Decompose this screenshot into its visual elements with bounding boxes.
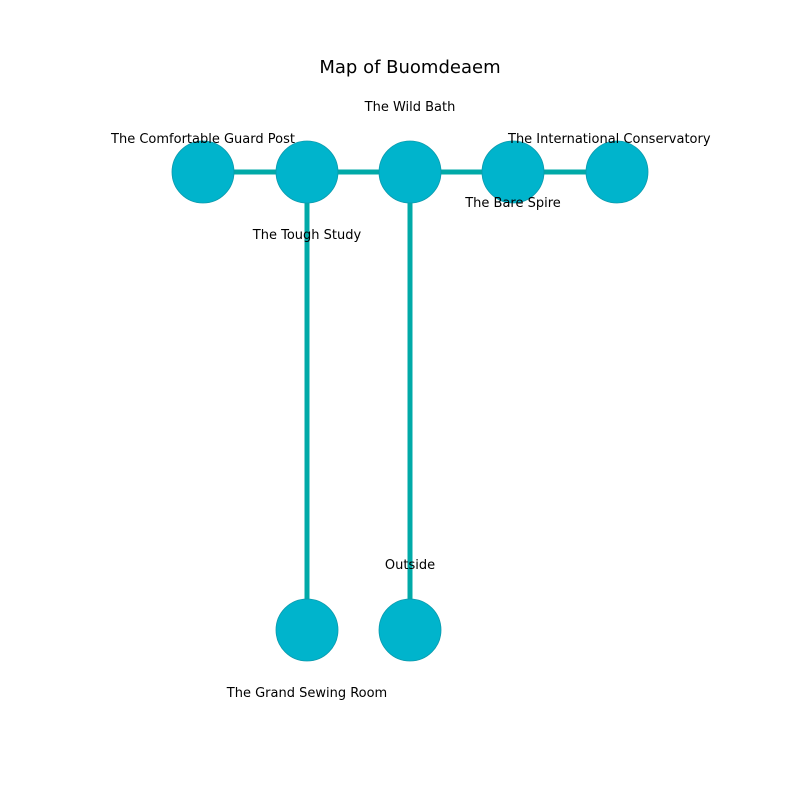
room-node-bare-spire [481, 140, 545, 204]
room-label-comfortable-guard-post: The Comfortable Guard Post [110, 132, 295, 147]
room-node-grand-sewing-room [275, 598, 339, 662]
rooms-layer [171, 140, 649, 662]
room-node-wild-bath [378, 140, 442, 204]
room-label-outside: Outside [385, 558, 435, 573]
room-node-outside [378, 598, 442, 662]
room-label-bare-spire: The Bare Spire [464, 196, 561, 211]
map-title: Map of Buomdeaem [319, 57, 500, 78]
room-node-tough-study [275, 140, 339, 204]
room-label-international-conservatory: The International Conservatory [507, 132, 711, 147]
room-label-wild-bath: The Wild Bath [364, 100, 456, 115]
room-node-comfortable-guard-post [171, 140, 235, 204]
room-node-international-conservatory [585, 140, 649, 204]
room-label-grand-sewing-room: The Grand Sewing Room [226, 686, 387, 701]
room-label-tough-study: The Tough Study [252, 228, 362, 243]
